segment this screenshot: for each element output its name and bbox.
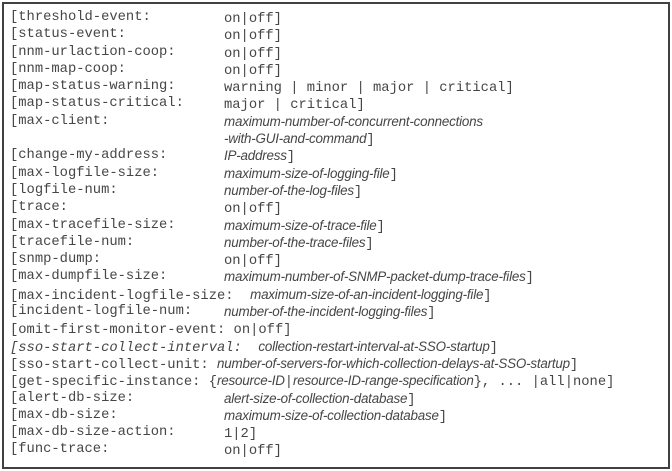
parameter-key: [max-db-size-action:: [10, 425, 176, 441]
parameter-value-segment: number-of-servers-for-which-collection-d…: [217, 355, 570, 371]
listing-line: [max-db-size-action: 1|2]: [10, 424, 668, 443]
parameter-key: [status-event:: [10, 27, 126, 43]
listing-line: [threshold-event: on|off]: [10, 9, 668, 27]
parameter-value-segment: number-of-the-log-files: [224, 182, 354, 198]
parameter-key: [tracefile-num:: [10, 234, 135, 250]
parameter-value-segment: resource-ID: [217, 373, 285, 389]
listing-line: [tracefile-num: number-of-the-trace-files…: [10, 234, 668, 252]
parameter-value-segment: maximum-size-of-an-incident-logging-file: [250, 286, 484, 302]
listing-line: [max-db-size: maximum-size-of-collection-…: [10, 407, 668, 425]
listing-line: [trace: on|off]: [10, 199, 668, 218]
parameter-value-segment: ]: [365, 236, 374, 252]
parameter-value-segment: [max-incident-logfile-size:: [10, 288, 251, 304]
parameter-value-segment: collection-restart-interval-at-SSO-start…: [258, 338, 490, 354]
parameter-value-segment: warning | minor | major | critical]: [224, 81, 514, 97]
listing-line: [func-trace: on|off]: [10, 441, 668, 460]
parameter-value-segment: [omit-first-monitor-event: on|off]: [10, 323, 292, 339]
parameter-value-segment: ]: [438, 409, 448, 425]
parameter-key: [map-status-warning:: [10, 79, 176, 95]
listing-line: [incident-logfile-num: number-of-the-inci…: [10, 303, 668, 322]
listing-line: [get-specific-instance: {resource-ID|res…: [10, 372, 668, 391]
parameter-key: [max-tracefile-size:: [10, 217, 176, 233]
parameter-value-segment: 1|2]: [224, 427, 258, 443]
parameter-value-segment: on|off]: [224, 444, 282, 460]
listing-line: [max-client: maximum-number-of-concurrent…: [10, 113, 668, 130]
listing-line: -with-GUI-and-command]: [10, 130, 668, 149]
listing-line: [max-tracefile-size: maximum-size-of-trac…: [10, 217, 668, 235]
parameter-value-segment: ]: [366, 133, 375, 149]
parameter-value-segment: [sso-start-collect-unit:: [10, 357, 217, 373]
parameter-value-segment: ]: [389, 167, 398, 183]
listing-line: [logfile-num: number-of-the-log-files]: [10, 182, 668, 200]
parameter-value-segment: resource-ID-range-specification: [293, 373, 474, 389]
listing: [threshold-event: on|off] [status-event: on…: [10, 9, 668, 459]
parameter-value-segment: on|off]: [224, 12, 282, 27]
parameter-value-segment: on|off]: [224, 46, 282, 62]
parameter-key: [nnm-urlaction-coop:: [10, 44, 176, 60]
parameter-value-segment: maximum-number-of-concurrent-connections: [224, 113, 483, 129]
parameter-value-segment: maximum-size-of-collection-database: [224, 407, 439, 423]
parameter-key: [logfile-num:: [10, 182, 118, 198]
parameter-value-segment: ]: [525, 271, 534, 287]
listing-line: [nnm-urlaction-coop: on|off]: [10, 44, 668, 62]
parameter-value-segment: major | critical]: [224, 98, 365, 114]
parameter-value-segment: ]: [353, 184, 363, 200]
parameter-value-segment: ]: [286, 150, 296, 166]
parameter-value-segment: maximum-size-of-logging-file: [224, 165, 390, 181]
parameter-value-segment: on|off]: [224, 202, 282, 218]
listing-line: [max-incident-logfile-size: maximum-size…: [10, 286, 668, 304]
listing-line: [sso-start-collect-interval: collection-…: [10, 338, 668, 356]
parameter-value-segment: on|off]: [224, 29, 282, 45]
parameter-value-segment: number-of-the-trace-files: [224, 234, 366, 250]
parameter-value-segment: [sso-start-collect-interval:: [10, 340, 242, 356]
listing-line: [omit-first-monitor-event: on|off]: [10, 320, 668, 339]
listing-line: [alert-db-size: alert-size-of-collection-…: [10, 390, 668, 408]
parameter-key: [alert-db-size:: [10, 390, 135, 406]
parameter-key: [func-trace:: [10, 442, 110, 458]
parameter-value-segment: ]: [376, 219, 385, 235]
parameter-value-segment: ]: [427, 306, 436, 322]
parameter-value-segment: IP-address: [224, 148, 287, 164]
listing-line: [nnm-map-coop: on|off]: [10, 61, 668, 79]
listing-line: [max-dumpfile-size: maximum-number-of-SNM…: [10, 268, 668, 287]
parameter-value-segment: |: [284, 375, 294, 391]
parameter-value-segment: alert-size-of-collection-database: [224, 390, 408, 406]
parameter-value-segment: [get-specific-instance:: [10, 375, 209, 391]
parameter-key: [change-my-address:: [10, 148, 168, 164]
parameter-value-segment: ]: [483, 288, 492, 304]
parameter-value-segment: on|off]: [224, 254, 282, 270]
parameter-value-segment: ]: [569, 357, 579, 373]
listing-line: [map-status-critical: major | critical]: [10, 95, 668, 114]
parameter-value-segment: maximum-size-of-trace-file: [224, 217, 377, 233]
listing-line: [status-event: on|off]: [10, 26, 668, 45]
parameter-value-segment: }, ... |all|none]: [473, 375, 615, 391]
parameter-key: [incident-logfile-num:: [10, 304, 193, 320]
parameter-key: [nnm-map-coop:: [10, 61, 126, 77]
parameter-key: [trace:: [10, 200, 68, 216]
parameter-value-segment: {: [208, 375, 217, 391]
parameter-value-segment: ]: [407, 392, 416, 408]
parameter-key: [threshold-event:: [10, 10, 151, 25]
parameter-value-segment: on|off]: [224, 63, 282, 79]
parameter-key: [max-client:: [10, 113, 110, 129]
listing-line: [map-status-warning: warning | minor | ma…: [10, 78, 668, 97]
parameter-value-segment: [242, 341, 259, 356]
parameter-value-segment: ]: [489, 340, 498, 356]
listing-line: [change-my-address: IP-address]: [10, 147, 668, 166]
listing-line: [snmp-dump: on|off]: [10, 251, 668, 270]
parameter-key: [max-db-size:: [10, 407, 118, 423]
parameter-key: [max-logfile-size:: [10, 165, 160, 181]
parameter-value-segment: -with-GUI-and-command: [224, 131, 367, 147]
parameter-value-segment: number-of-the-incident-logging-files: [224, 304, 428, 320]
listing-line: [max-logfile-size: maximum-size-of-loggin…: [10, 165, 668, 183]
parameter-key: [max-dumpfile-size:: [10, 269, 168, 285]
parameter-key: [snmp-dump:: [10, 252, 102, 268]
parameter-value-segment: maximum-number-of-SNMP-packet-dump-trace…: [224, 269, 526, 285]
listing-line: [sso-start-collect-unit: number-of-serve…: [10, 355, 668, 373]
parameter-key: [map-status-critical:: [10, 96, 184, 112]
